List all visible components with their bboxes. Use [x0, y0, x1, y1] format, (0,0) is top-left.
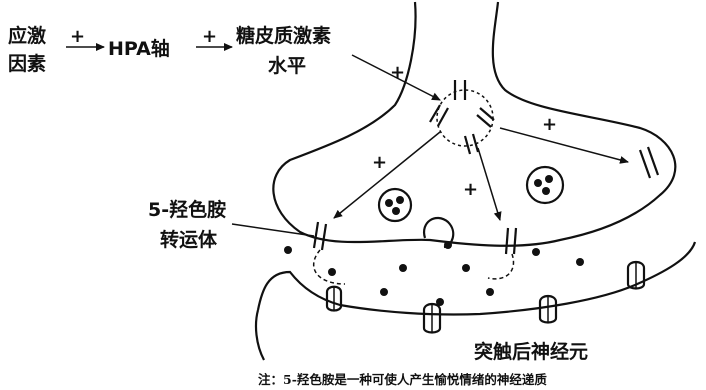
serotonin-molecules	[284, 246, 584, 306]
postsynaptic-receptor-2	[424, 303, 440, 333]
plus-sign-stress-hpa: +	[70, 26, 85, 47]
stress-factor-label-line2: 因素	[8, 52, 46, 75]
arrow-receptor-to-transporter-right	[478, 148, 500, 220]
synaptic-vesicle-left	[379, 189, 411, 221]
footnote: 注：5-羟色胺是一种可使人产生愉悦情绪的神经递质	[258, 372, 547, 387]
postsynaptic-neuron-label: 突触后神经元	[474, 340, 588, 363]
plus-sign-transporter-right: +	[463, 179, 478, 200]
postsynaptic-receptor-3	[540, 295, 556, 323]
hpa-axis-label: HPA轴	[108, 37, 170, 60]
postsynaptic-receptor-4	[628, 261, 644, 289]
postsynaptic-neuron-lower-outline	[256, 310, 264, 360]
stress-factor-label-line1: 应激	[8, 24, 46, 47]
glucocorticoid-receptor	[430, 80, 494, 154]
plus-sign-right-channel: +	[542, 114, 557, 135]
transporter-label-line1: 5-羟色胺	[148, 198, 226, 221]
plus-sign-receptor: +	[390, 62, 405, 83]
presynaptic-neuron-outline	[273, 2, 675, 246]
glucocorticoid-label-line2: 水平	[268, 55, 306, 77]
serotonin-transporter-left	[314, 222, 326, 250]
serotonin-transporter-right	[506, 228, 516, 254]
synaptic-vesicle-right	[527, 167, 563, 203]
plus-sign-hpa-glucocorticoid: +	[202, 26, 217, 47]
reuptake-path-left	[314, 250, 345, 284]
transporter-label-line2: 转运体	[160, 228, 218, 251]
arrow-receptor-to-right-channel	[500, 128, 628, 162]
postsynaptic-receptor-1	[327, 286, 341, 311]
right-membrane-channel	[640, 147, 658, 178]
glucocorticoid-label-line1: 糖皮质激素	[236, 24, 331, 47]
vesicle-release-dot	[444, 241, 452, 249]
plus-sign-transporter-left: +	[372, 152, 387, 173]
transporter-label-pointer	[232, 224, 314, 236]
reuptake-path-right	[488, 254, 513, 279]
postsynaptic-neuron-outline	[258, 242, 695, 315]
